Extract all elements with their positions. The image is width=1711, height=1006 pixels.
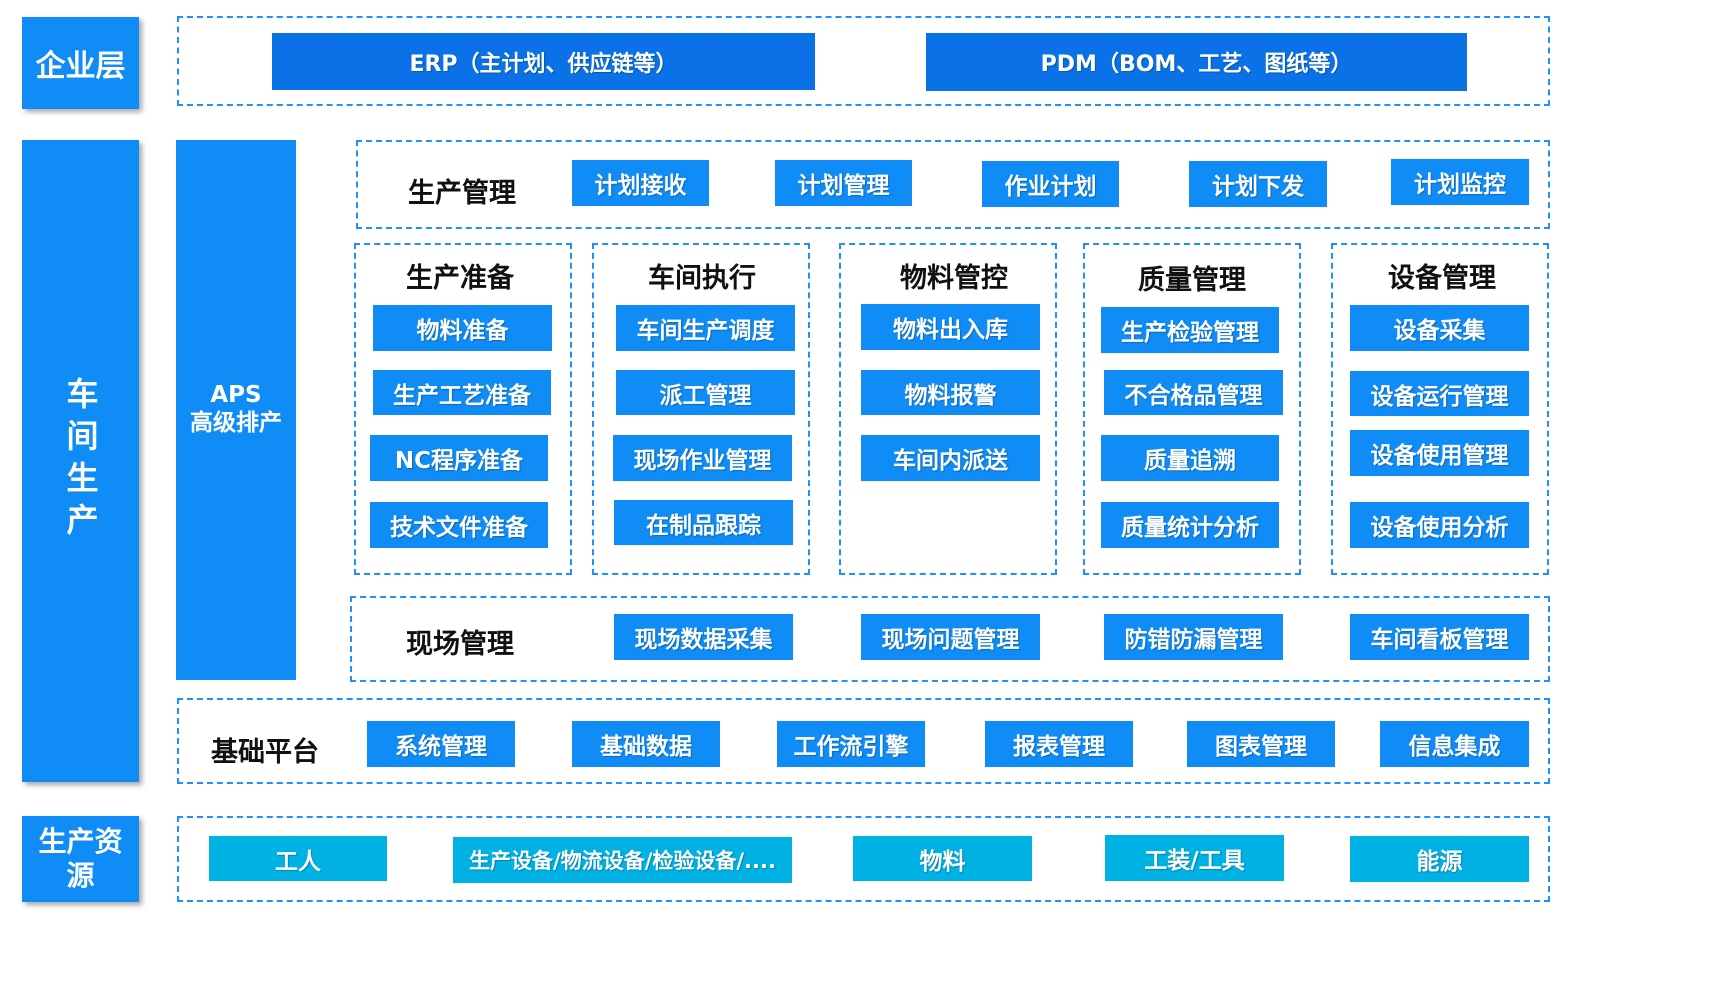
prod-item: 作业计划 bbox=[982, 161, 1119, 207]
platform-item: 工作流引擎 bbox=[777, 721, 925, 767]
module-item: 在制品跟踪 bbox=[614, 500, 793, 545]
module-frame bbox=[354, 243, 572, 575]
tier-workshop: 车间生产 bbox=[22, 140, 139, 782]
site-item: 现场问题管理 bbox=[861, 614, 1040, 660]
site-item: 现场数据采集 bbox=[614, 614, 793, 660]
tier-resources: 生产资源 bbox=[22, 816, 139, 902]
site-item: 防错防漏管理 bbox=[1104, 614, 1283, 660]
module-item: 设备使用管理 bbox=[1350, 430, 1529, 476]
platform-item: 报表管理 bbox=[985, 721, 1133, 767]
module-item: 车间生产调度 bbox=[616, 305, 795, 351]
resource-item: 工装/工具 bbox=[1105, 835, 1284, 881]
module-frame bbox=[839, 243, 1057, 575]
module-title: 物料管控 bbox=[900, 263, 1008, 294]
site-mgmt-title: 现场管理 bbox=[406, 629, 514, 660]
module-frame bbox=[1083, 243, 1301, 575]
platform-item: 信息集成 bbox=[1380, 721, 1529, 767]
module-frame bbox=[1331, 243, 1549, 575]
tier-enterprise: 企业层 bbox=[22, 17, 139, 109]
module-item: 设备使用分析 bbox=[1350, 502, 1529, 548]
production-mgmt-title: 生产管理 bbox=[408, 178, 516, 209]
module-title: 生产准备 bbox=[406, 263, 514, 294]
module-title: 质量管理 bbox=[1138, 265, 1246, 296]
enterprise-frame bbox=[177, 16, 1550, 106]
resource-item: 工人 bbox=[209, 836, 387, 881]
module-item: 生产工艺准备 bbox=[373, 370, 551, 415]
base-platform-frame bbox=[177, 698, 1550, 784]
module-item: 物料准备 bbox=[373, 305, 552, 351]
erp-box: ERP（主计划、供应链等） bbox=[272, 33, 815, 90]
module-frame bbox=[592, 243, 810, 575]
resource-item: 生产设备/物流设备/检验设备/.... bbox=[453, 837, 792, 883]
resources-frame bbox=[177, 816, 1550, 902]
module-item: 技术文件准备 bbox=[370, 502, 548, 548]
base-platform-title: 基础平台 bbox=[211, 737, 319, 768]
platform-item: 系统管理 bbox=[367, 721, 515, 767]
module-item: 设备采集 bbox=[1350, 305, 1529, 351]
module-item: 质量追溯 bbox=[1101, 435, 1279, 481]
prod-item: 计划接收 bbox=[572, 160, 709, 206]
platform-item: 图表管理 bbox=[1187, 721, 1335, 767]
platform-item: 基础数据 bbox=[572, 721, 720, 767]
module-item: 质量统计分析 bbox=[1101, 502, 1279, 548]
resource-item: 能源 bbox=[1350, 836, 1529, 882]
module-title: 设备管理 bbox=[1388, 263, 1496, 294]
aps-column: APS 高级排产 bbox=[176, 140, 296, 680]
module-item: 物料报警 bbox=[861, 370, 1040, 415]
production-mgmt-frame bbox=[356, 140, 1550, 229]
module-item: NC程序准备 bbox=[370, 435, 548, 481]
module-item: 不合格品管理 bbox=[1104, 370, 1283, 415]
module-title: 车间执行 bbox=[648, 263, 756, 294]
module-item: 车间内派送 bbox=[861, 435, 1040, 481]
module-item: 生产检验管理 bbox=[1101, 307, 1279, 353]
prod-item: 计划监控 bbox=[1391, 159, 1529, 205]
module-item: 现场作业管理 bbox=[613, 435, 792, 481]
module-item: 物料出入库 bbox=[861, 304, 1040, 350]
resource-item: 物料 bbox=[853, 836, 1032, 881]
prod-item: 计划管理 bbox=[775, 160, 912, 206]
module-item: 派工管理 bbox=[616, 370, 795, 415]
site-item: 车间看板管理 bbox=[1350, 614, 1529, 660]
site-mgmt-frame bbox=[350, 596, 1550, 682]
prod-item: 计划下发 bbox=[1189, 161, 1327, 207]
module-item: 设备运行管理 bbox=[1350, 371, 1529, 416]
pdm-box: PDM（BOM、工艺、图纸等） bbox=[926, 33, 1467, 91]
